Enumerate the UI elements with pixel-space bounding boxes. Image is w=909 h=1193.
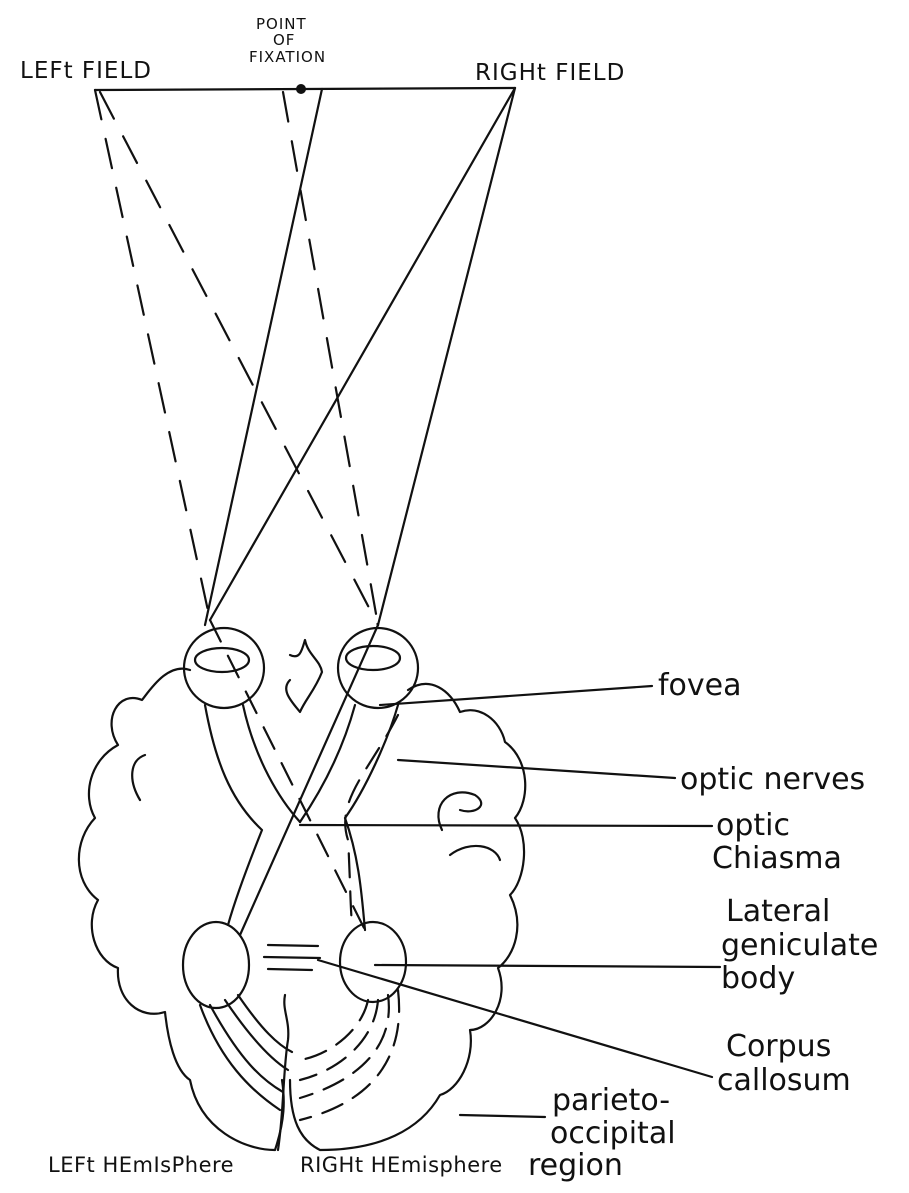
point-of-fixation-label-line3: FIXATION bbox=[249, 50, 326, 65]
crossing-fiber-solid bbox=[240, 625, 378, 935]
chiasma-pointer bbox=[300, 825, 712, 826]
lgb-label-line2: geniculate bbox=[721, 932, 878, 961]
fixation-point bbox=[296, 84, 306, 94]
optic-nerves-label: optic nerves bbox=[680, 766, 865, 795]
right-field-label: RIGHt FIELD bbox=[475, 62, 625, 85]
lgb-label-line3: body bbox=[721, 965, 795, 994]
right-lgb bbox=[340, 922, 406, 1002]
lgb-pointer bbox=[375, 965, 720, 967]
right-lens bbox=[346, 646, 400, 670]
point-of-fixation-label-line2: OF bbox=[273, 33, 295, 48]
ray-dashed-left-field-to-right-eye bbox=[100, 92, 378, 625]
callosum-mark-1 bbox=[268, 945, 318, 946]
left-optic-nerve-inner bbox=[243, 705, 300, 822]
right-hemisphere-label: RIGHt HEmisphere bbox=[300, 1155, 503, 1176]
optic-chiasma-label-line1: optic bbox=[716, 812, 790, 841]
left-hemisphere-label: LEFt HEmIsPhere bbox=[48, 1155, 234, 1176]
fovea-label: fovea bbox=[658, 672, 742, 701]
ray-dashed-fixation-to-right-eye bbox=[283, 92, 378, 625]
corpus-callosum-label-line2: callosum bbox=[717, 1067, 851, 1096]
sulcus-left bbox=[132, 755, 145, 800]
parieto-occipital-label-line1: parieto- bbox=[552, 1087, 670, 1116]
dashed-rays bbox=[95, 90, 378, 625]
sulcus-right-2 bbox=[450, 846, 500, 860]
parieto-pointer bbox=[460, 1115, 545, 1117]
crossing-fiber-dashed bbox=[210, 620, 365, 930]
fovea-pointer bbox=[380, 686, 652, 705]
left-lens bbox=[195, 648, 249, 672]
callosum-mark-3 bbox=[268, 969, 312, 970]
ray-dashed-left-field-to-left-eye bbox=[95, 90, 210, 620]
left-field-label: LEFt FIELD bbox=[20, 60, 152, 83]
parieto-occipital-label-line3: region bbox=[528, 1152, 623, 1181]
left-optic-nerve-outer bbox=[205, 705, 262, 925]
optic-nerves-pointer bbox=[398, 760, 675, 778]
parieto-occipital-label-line2: occipital bbox=[550, 1120, 676, 1149]
dashed-radiations bbox=[300, 990, 399, 1120]
brain-outline-right bbox=[290, 684, 525, 1150]
front-notch bbox=[286, 640, 322, 712]
longitudinal-fissure bbox=[278, 995, 288, 1150]
callosum-mark-2 bbox=[264, 957, 320, 958]
lgb-label-line1: Lateral bbox=[726, 898, 830, 927]
point-of-fixation-label-line1: POINT bbox=[256, 17, 307, 32]
radiation-right-4 bbox=[300, 1000, 368, 1060]
right-eyeball bbox=[338, 628, 418, 708]
left-eyeball bbox=[184, 628, 264, 708]
right-optic-nerve-outer bbox=[345, 705, 398, 930]
right-optic-nerve-inner bbox=[300, 705, 355, 822]
corpus-callosum-pointer bbox=[318, 960, 712, 1077]
optic-chiasma-label-line2: Chiasma bbox=[712, 845, 842, 874]
ray-solid-right-field-to-right-eye bbox=[378, 88, 515, 625]
right-optic-tract bbox=[345, 715, 398, 925]
ray-solid-fixation-to-left-eye bbox=[205, 89, 322, 625]
radiation-right-3 bbox=[300, 1000, 378, 1080]
radiation-left-3 bbox=[225, 1000, 288, 1070]
corpus-callosum-label-line1: Corpus bbox=[726, 1033, 831, 1062]
